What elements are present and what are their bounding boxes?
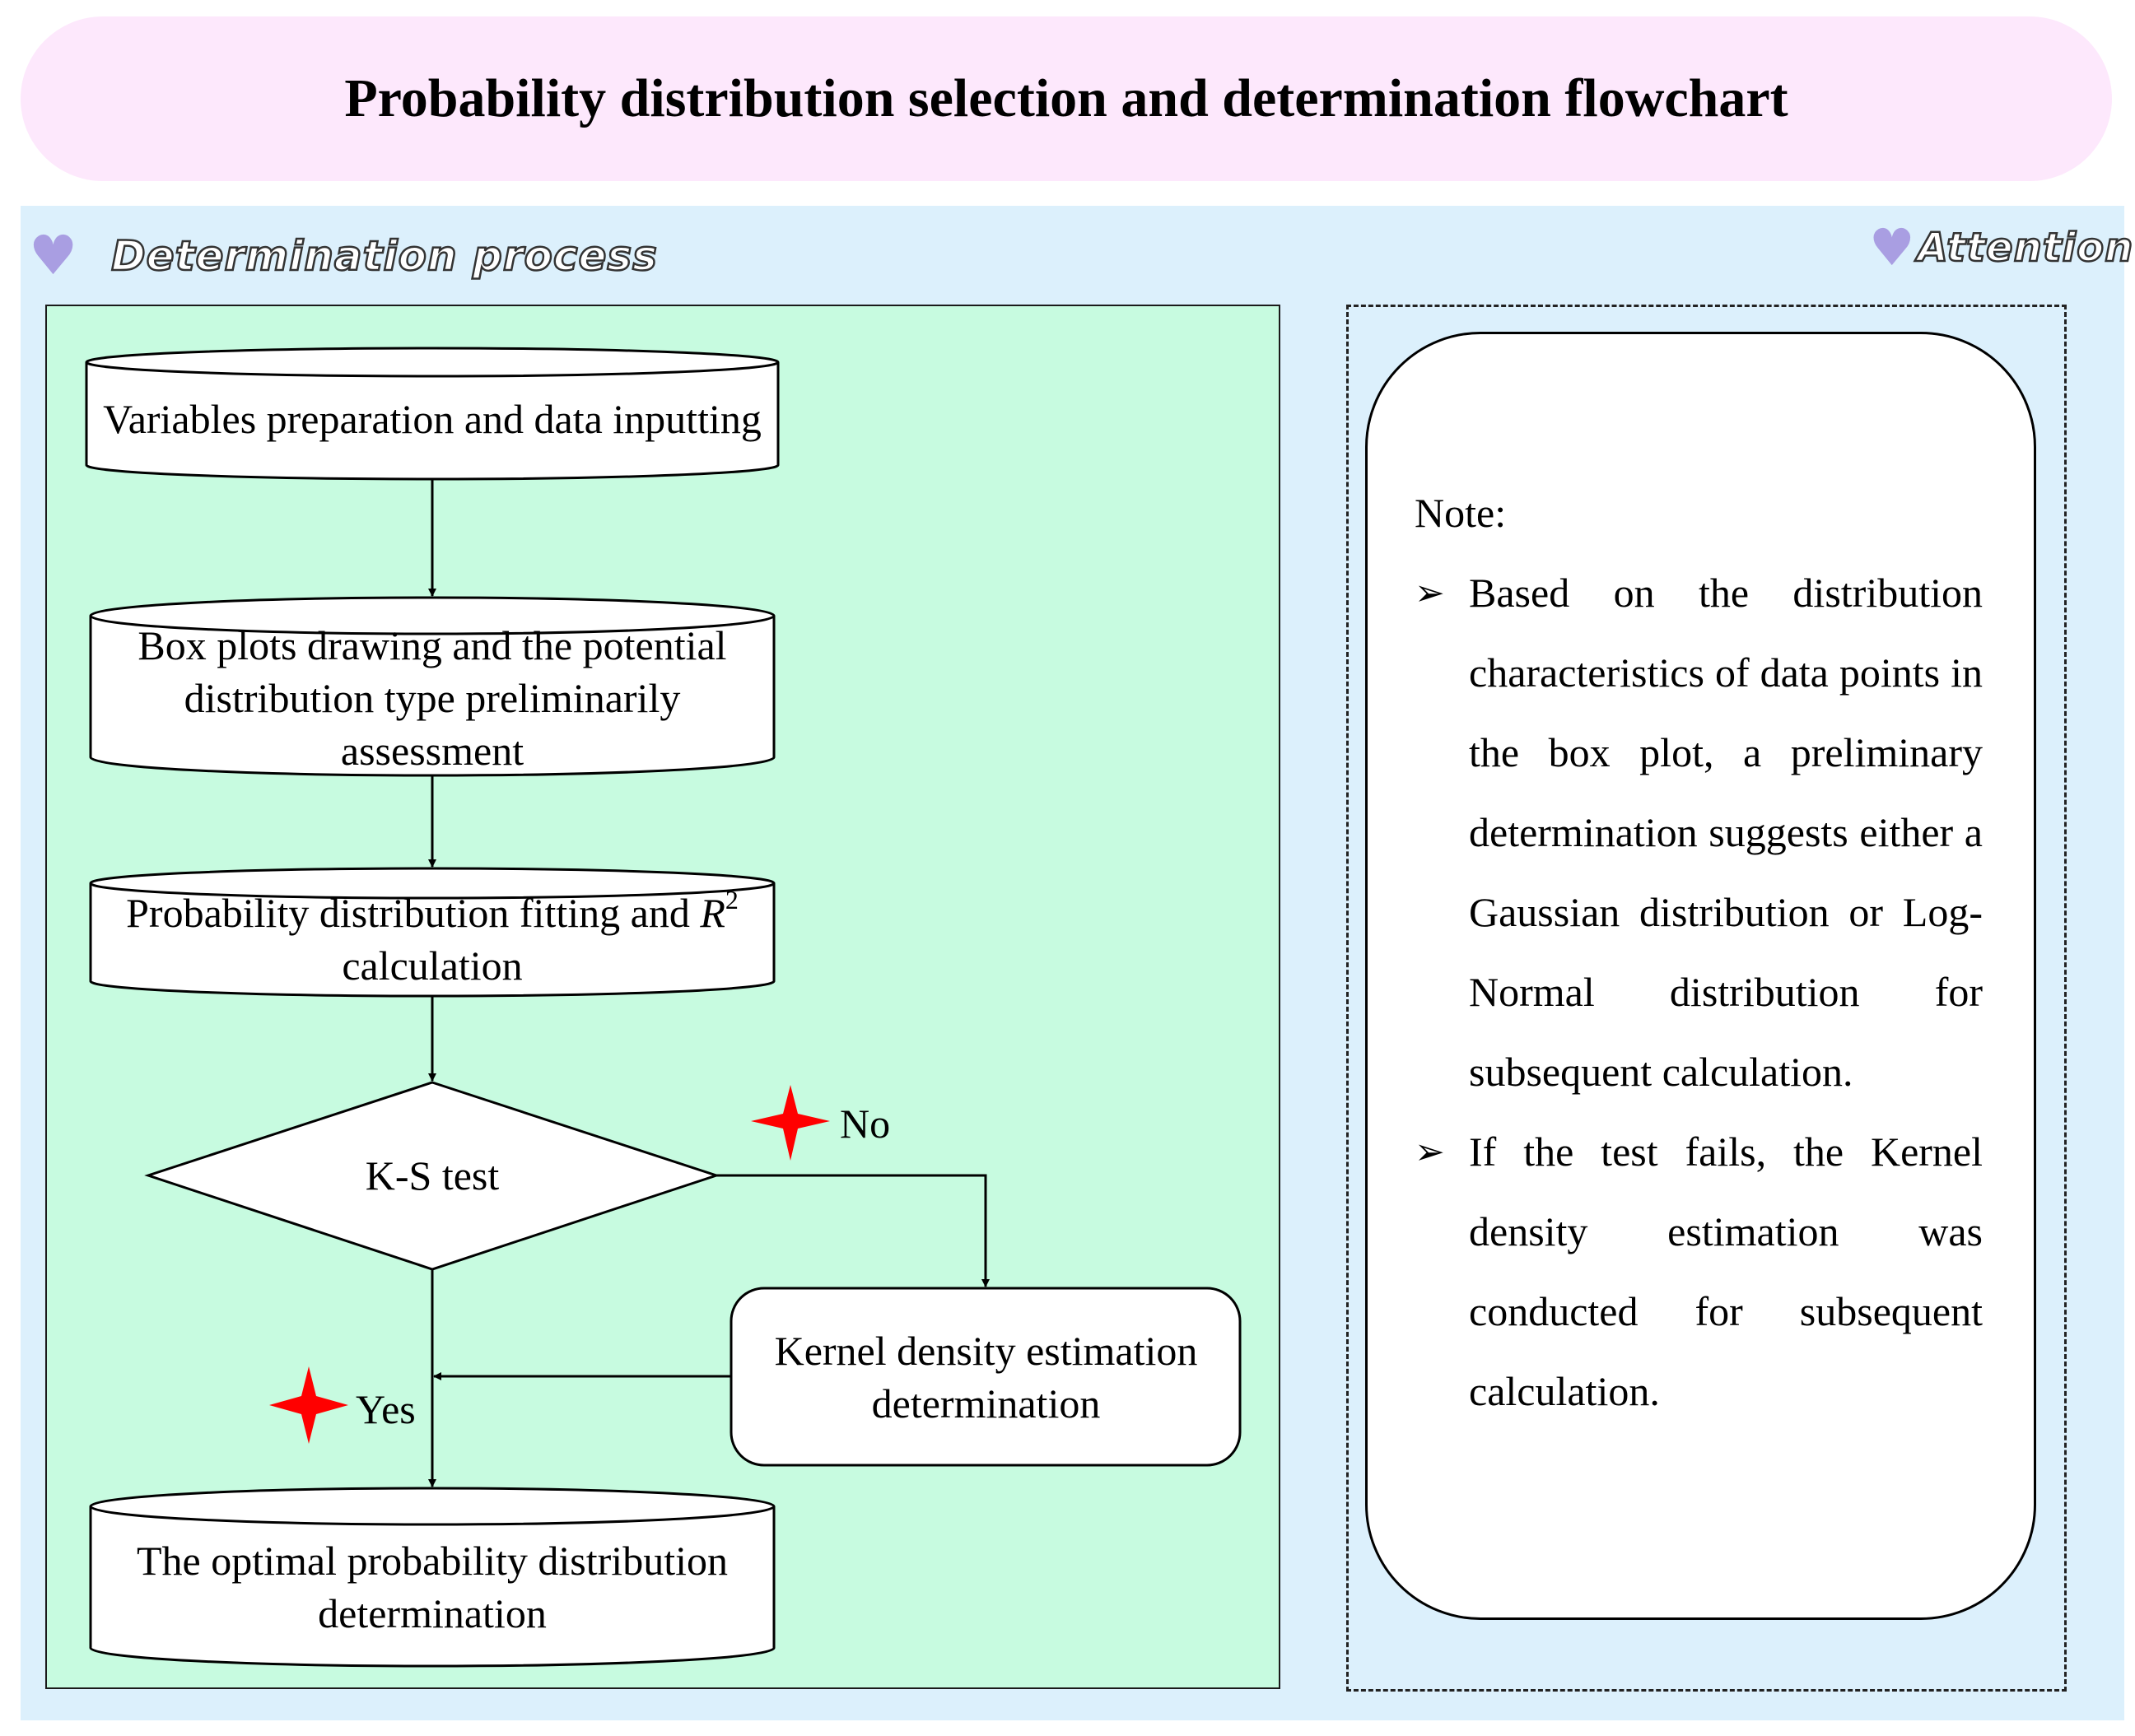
edge-decision-kde [716, 1174, 990, 1287]
step3-label: Probability distribution fitting and R2 … [99, 886, 766, 993]
yes-label: Yes [356, 1386, 416, 1432]
note-heading: Note: [1415, 490, 1507, 536]
step1-shape [85, 347, 780, 481]
step2-label: Box plots drawing and the potential dist… [138, 622, 727, 774]
section-right-text: Attention [1916, 223, 2134, 272]
r-squared-var: R [700, 890, 725, 936]
title-banner: Probability distribution selection and d… [21, 16, 2112, 181]
arrow-bullet-icon: ➢ [1415, 1131, 1445, 1173]
heart-icon: ♥ [29, 224, 79, 287]
note-item-text: Based on the distribution characteristic… [1469, 570, 1983, 1095]
step1-label: Variables preparation and data inputting [103, 396, 762, 442]
note-item: ➢ Based on the distribution characterist… [1415, 553, 1983, 1112]
connectors [428, 479, 990, 1487]
note-item: ➢ If the test fails, the Kernel density … [1415, 1112, 1983, 1431]
step3-text-suffix: calculation [342, 942, 523, 989]
determination-process-label: ♥ Determination process [29, 224, 658, 287]
step2-shape [89, 596, 776, 777]
star-icon [751, 1085, 830, 1161]
final-shape [89, 1487, 776, 1668]
r-squared-exp: 2 [725, 885, 739, 915]
step3-text-prefix: Probability distribution fitting and [126, 890, 701, 936]
no-label: No [840, 1101, 891, 1147]
note-content: Note: ➢ Based on the distribution charac… [1415, 473, 1983, 1431]
kde-label: Kernel density estimation determination [774, 1327, 1198, 1426]
note-frame [1346, 305, 2067, 1692]
arrow-bullet-icon: ➢ [1415, 572, 1445, 614]
attention-label: ♥ Attention [1869, 217, 2134, 277]
final-label: The optimal probability distribution det… [137, 1538, 728, 1636]
heart-icon: ♥ [1869, 217, 1916, 277]
page-title: Probability distribution selection and d… [344, 68, 1788, 128]
decision-label: K-S test [365, 1152, 500, 1198]
section-left-text: Determination process [110, 230, 658, 281]
star-icon [269, 1366, 348, 1444]
note-box [1365, 332, 2036, 1620]
step3-shape [89, 867, 776, 998]
note-item-text: If the test fails, the Kernel density es… [1469, 1129, 1983, 1414]
